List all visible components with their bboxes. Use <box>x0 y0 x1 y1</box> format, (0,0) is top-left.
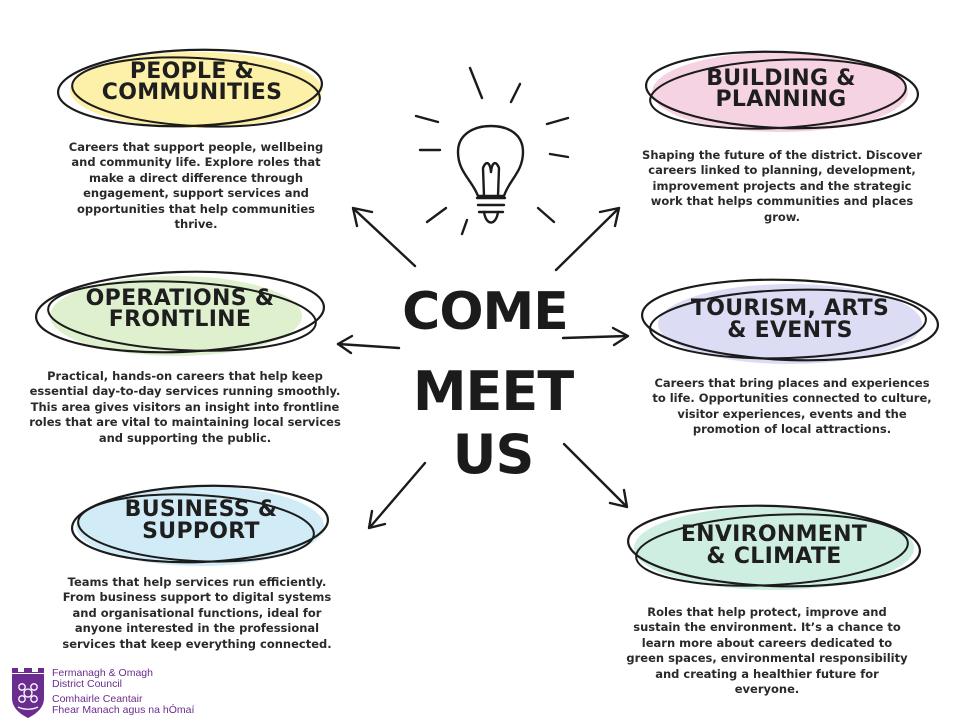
bubble-environment-climate: ENVIRONMENT & CLIMATE <box>624 494 924 598</box>
operations-description: Practical, hands-on careers that help ke… <box>29 369 341 445</box>
people-title-line1: PEOPLE & <box>129 59 255 84</box>
tourism-title-line1: TOURISM, ARTS <box>690 296 890 321</box>
business-description: Teams that help services run efficiently… <box>62 575 332 651</box>
logo-line3: Comhairle Ceantair <box>52 693 143 705</box>
arrow-to-environment <box>562 442 629 509</box>
lightbulb-icon <box>414 66 570 236</box>
bubble-building-planning: BUILDING & PLANNING <box>640 42 922 138</box>
bubble-environment-shape <box>626 504 922 590</box>
arrow-to-tourism <box>561 326 630 347</box>
bubble-people-communities: PEOPLE & COMMUNITIES <box>54 40 330 136</box>
arrow-to-people <box>351 206 417 268</box>
logo-line2: District Council <box>52 678 123 690</box>
arrow-to-operations <box>336 334 401 355</box>
bubble-people-shape <box>56 48 324 128</box>
arrow-to-building <box>554 206 621 272</box>
bubble-building-shape <box>644 50 920 132</box>
business-title-line1: BUSINESS & <box>124 497 278 522</box>
bubble-tourism-shape <box>640 278 940 364</box>
environment-description: Roles that help protect, improve and sus… <box>626 605 908 697</box>
bubble-business-support: BUSINESS & SUPPORT <box>66 474 336 572</box>
bubble-operations-frontline: OPERATIONS & FRONTLINE <box>30 262 330 362</box>
logo-line1: Fermanagh & Omagh <box>52 667 153 679</box>
bubble-operations-shape <box>34 270 326 356</box>
building-title-line2: PLANNING <box>715 87 847 112</box>
tourism-description: Careers that bring places and experience… <box>652 376 932 437</box>
building-title-line1: BUILDING & <box>706 66 856 91</box>
council-logo: Fermanagh & Omagh District Council Comha… <box>8 666 208 722</box>
council-crest-icon <box>12 668 44 718</box>
center-heading-line2: MEET US <box>412 360 574 486</box>
tourism-title-line2: & EVENTS <box>727 318 853 343</box>
arrow-to-business <box>367 461 427 530</box>
people-description: Careers that support people, wellbeing a… <box>68 140 324 232</box>
logo-line4: Fhear Manach agus na hÓmaí <box>52 704 195 716</box>
bubble-business-shape <box>70 484 330 566</box>
people-title-line2: COMMUNITIES <box>101 80 283 105</box>
environment-title-line1: ENVIRONMENT <box>680 522 868 547</box>
business-title-line2: SUPPORT <box>142 519 260 544</box>
building-description: Shaping the future of the district. Disc… <box>642 148 922 224</box>
operations-title-line2: FRONTLINE <box>108 307 252 332</box>
center-heading-line1: COME <box>402 282 569 342</box>
bubble-tourism-arts-events: TOURISM, ARTS & EVENTS <box>640 270 940 372</box>
environment-title-line2: & CLIMATE <box>706 544 842 569</box>
operations-title-line1: OPERATIONS & <box>85 286 275 311</box>
